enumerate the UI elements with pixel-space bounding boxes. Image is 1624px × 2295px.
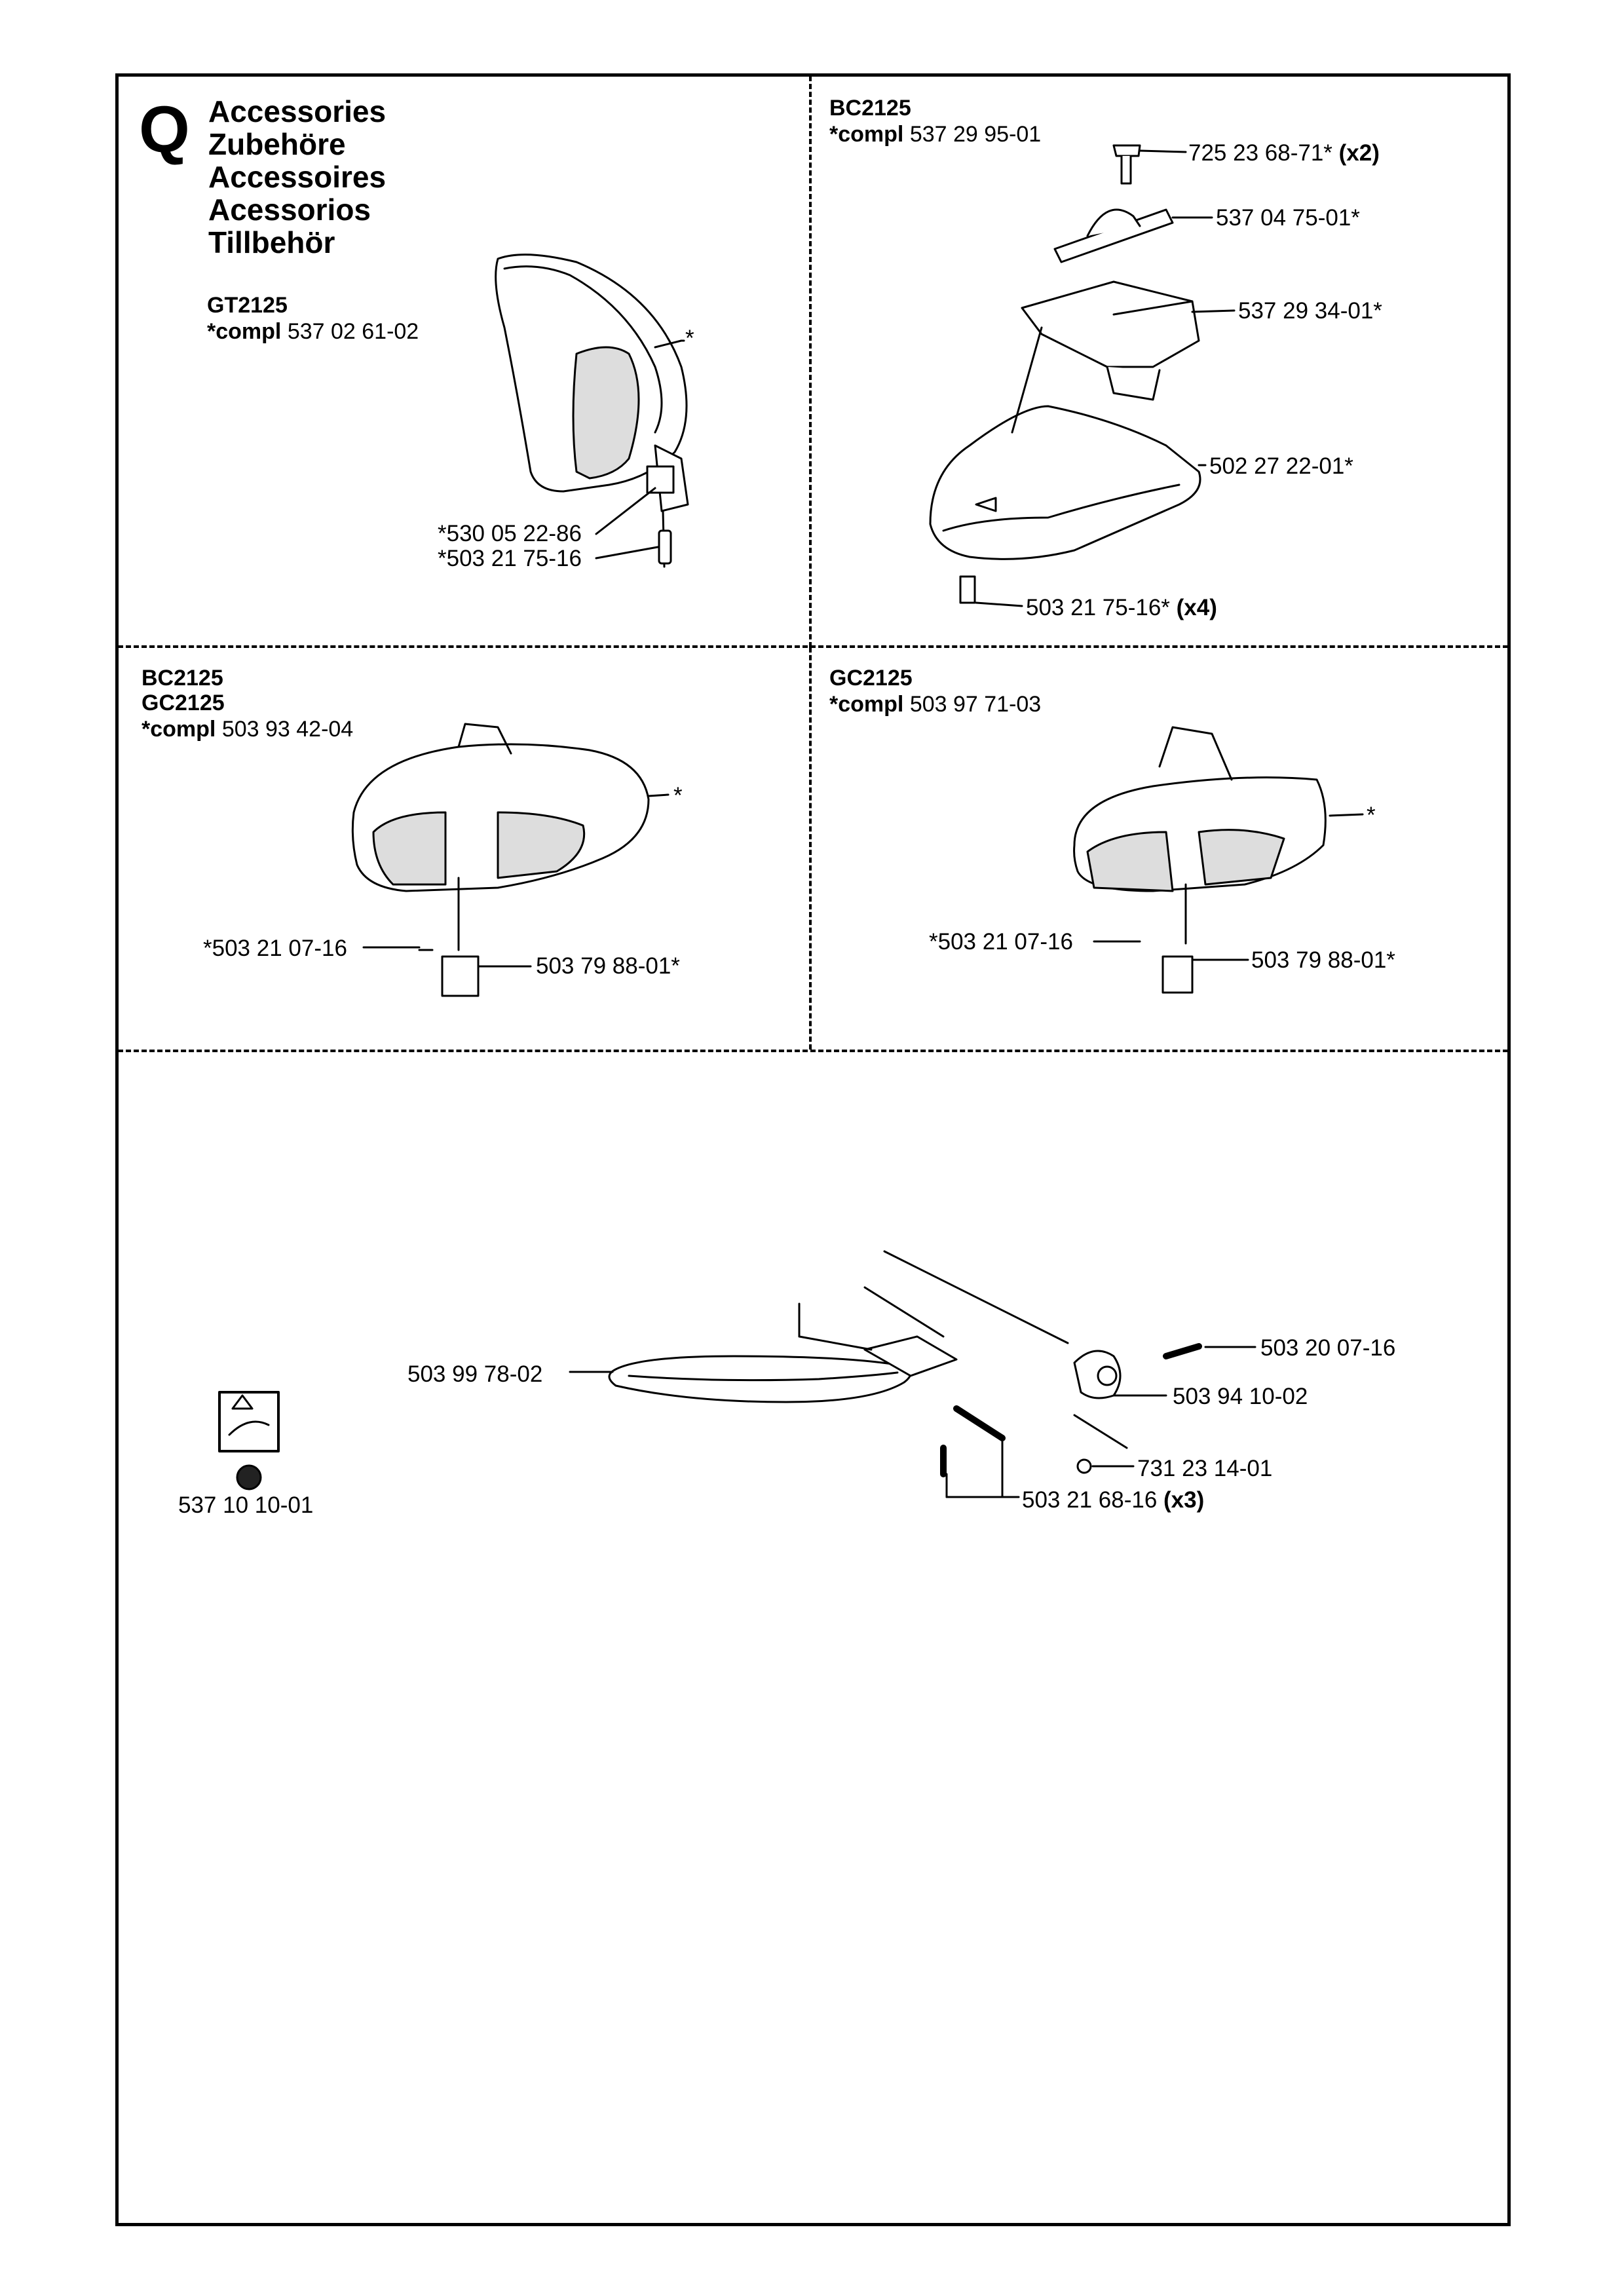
- bcgc-part-screw: *503 21 07-16: [203, 936, 347, 961]
- bcgc-part-plate: 503 79 88-01*: [536, 953, 680, 979]
- bcgc-model-1: BC2125: [142, 666, 223, 691]
- divider-vertical-top: [809, 76, 812, 647]
- bottom-part-decal: 537 10 10-01: [178, 1492, 314, 1518]
- bc2125-part-screw-x4: 503 21 75-16* (x4): [1026, 595, 1217, 620]
- gc2125-compl: *compl 503 97 71-03: [829, 692, 1042, 717]
- bottom-part-holder: 503 94 10-02: [1173, 1384, 1308, 1409]
- gc2125-part-plate: 503 79 88-01*: [1251, 947, 1395, 973]
- gt2125-guard-drawing: [495, 254, 689, 568]
- bcgc-star-label: *: [673, 783, 683, 808]
- bcgc-guard-drawing: [351, 723, 670, 997]
- bc2125-part-clamp: 537 04 75-01*: [1216, 205, 1360, 231]
- section-title-sv: Tillbehör: [208, 225, 335, 259]
- gt2125-part-2: *503 21 75-16: [438, 546, 582, 571]
- bottom-part-screws: 503 21 68-16 (x3): [1022, 1487, 1205, 1513]
- bcgc-model-2: GC2125: [142, 691, 225, 715]
- bc2125-part-screw: 725 23 68-71* (x2): [1188, 140, 1380, 166]
- bc2125-part-bracket: 537 29 34-01*: [1238, 298, 1382, 324]
- gc2125-guard-drawing: [1073, 726, 1364, 994]
- gt2125-star-label: *: [685, 326, 694, 351]
- gt2125-compl: *compl 537 02 61-02: [207, 319, 419, 344]
- handle-drawing: [218, 1250, 1256, 1498]
- section-title-de: Zubehöre: [208, 127, 346, 161]
- bottom-part-bolt: 503 20 07-16: [1260, 1335, 1396, 1361]
- bottom-part-handle: 503 99 78-02: [407, 1361, 543, 1387]
- divider-vertical-mid: [809, 647, 812, 1050]
- divider-horizontal-2: [118, 1050, 1508, 1052]
- section-letter: Q: [139, 93, 190, 166]
- divider-horizontal-1: [118, 645, 1508, 648]
- bc2125-part-guard: 502 27 22-01*: [1209, 453, 1353, 479]
- section-title-pt: Acessorios: [208, 193, 371, 227]
- gc2125-model: GC2125: [829, 666, 913, 691]
- bottom-part-nut: 731 23 14-01: [1137, 1456, 1273, 1481]
- gt2125-model: GT2125: [207, 293, 288, 318]
- section-title-en: Accessories: [208, 94, 387, 128]
- bc2125-guard-drawing: [929, 144, 1236, 607]
- bc2125-compl: *compl 537 29 95-01: [829, 122, 1042, 147]
- page-frame: [115, 73, 1511, 2226]
- bc2125-model: BC2125: [829, 96, 911, 121]
- section-title-fr: Accessoires: [208, 160, 387, 194]
- gc2125-star-label: *: [1367, 803, 1376, 828]
- bcgc-compl: *compl 503 93 42-04: [142, 717, 354, 742]
- gc2125-part-screw: *503 21 07-16: [929, 929, 1073, 955]
- gt2125-part-1: *530 05 22-86: [438, 521, 582, 546]
